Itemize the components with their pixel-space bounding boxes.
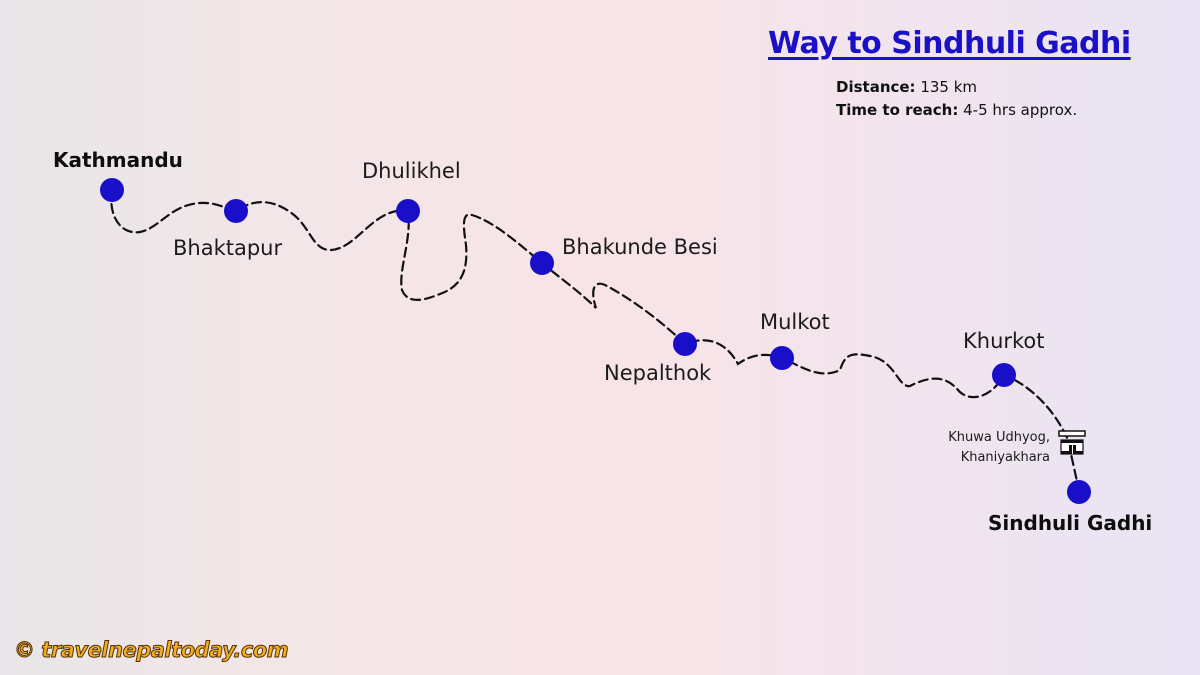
distance-info: Distance: 135 km [836, 78, 977, 96]
watermark: © travelnepaltoday.com [13, 638, 289, 663]
landmark-line-1: Khuwa Udhyog, [948, 430, 1050, 445]
stop-node-mulkot [770, 346, 794, 370]
time-info: Time to reach: 4-5 hrs approx. [836, 101, 1077, 119]
landmark-line-2: Khaniyakhara [960, 450, 1050, 465]
stop-node-dhulikhel [396, 199, 420, 223]
landmark-marker [1058, 430, 1086, 455]
stop-node-bhaktapur [224, 199, 248, 223]
time-label: Time to reach: [836, 101, 959, 119]
stop-label-nepalthok: Nepalthok [604, 361, 712, 385]
stop-node-nepalthok [673, 332, 697, 356]
stop-node-sindhuli-gadhi [1067, 480, 1091, 504]
stop-label-sindhuli-gadhi: Sindhuli Gadhi [988, 511, 1153, 535]
stop-label-khurkot: Khurkot [963, 329, 1045, 353]
landmark-label: Khuwa Udhyog, Khaniyakhara [918, 428, 1050, 468]
stop-label-bhaktapur: Bhaktapur [173, 236, 283, 260]
time-value: 4-5 hrs approx. [963, 101, 1078, 119]
distance-value: 135 km [920, 78, 978, 96]
stop-node-kathmandu [100, 178, 124, 202]
stop-label-mulkot: Mulkot [760, 310, 830, 334]
stop-label-bhakunde-besi: Bhakunde Besi [562, 235, 718, 259]
distance-label: Distance: [836, 78, 916, 96]
shop-building-icon [1058, 430, 1086, 455]
route-stops [100, 178, 1091, 504]
stop-node-bhakunde-besi [530, 251, 554, 275]
stop-node-khurkot [992, 363, 1016, 387]
stop-label-dhulikhel: Dhulikhel [362, 159, 461, 183]
map-title: Way to Sindhuli Gadhi [768, 26, 1131, 61]
stop-label-kathmandu: Kathmandu [53, 148, 183, 172]
